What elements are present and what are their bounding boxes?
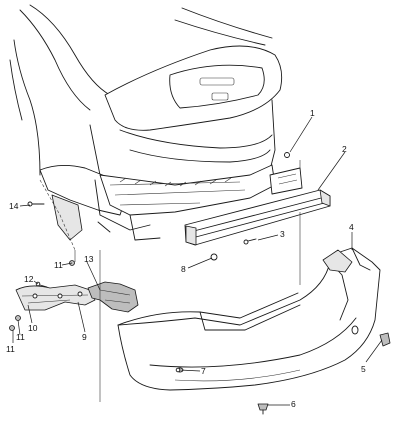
callout-5: 5 [361,364,366,374]
energy-absorber [269,167,303,195]
fascia-bracket-left [15,284,96,311]
callout-11-c: 11 [6,344,15,354]
bumper-fascia [117,247,381,391]
callout-7: 7 [201,366,206,376]
callout-4: 4 [349,222,354,232]
callout-10: 10 [28,323,38,333]
callout-11-b: 11 [16,332,25,342]
leader-lines [12,116,383,406]
vehicle-rear-body [9,4,283,251]
projection-lines [74,160,301,402]
callout-8: 8 [181,264,186,274]
callout-1: 1 [310,108,315,118]
callout-9: 9 [82,332,87,342]
impact-bar [184,189,331,246]
callout-2: 2 [342,144,347,154]
callout-6: 6 [291,399,296,409]
callout-13: 13 [84,254,94,264]
callout-labels: 1 2 3 4 5 6 7 8 9 10 11 11 11 12 13 14 [6,108,366,409]
bracket-13 [87,281,139,313]
callout-11-a: 11 [54,260,63,270]
callout-14: 14 [9,201,19,211]
callout-12: 12 [24,274,34,284]
callout-3: 3 [280,229,285,239]
